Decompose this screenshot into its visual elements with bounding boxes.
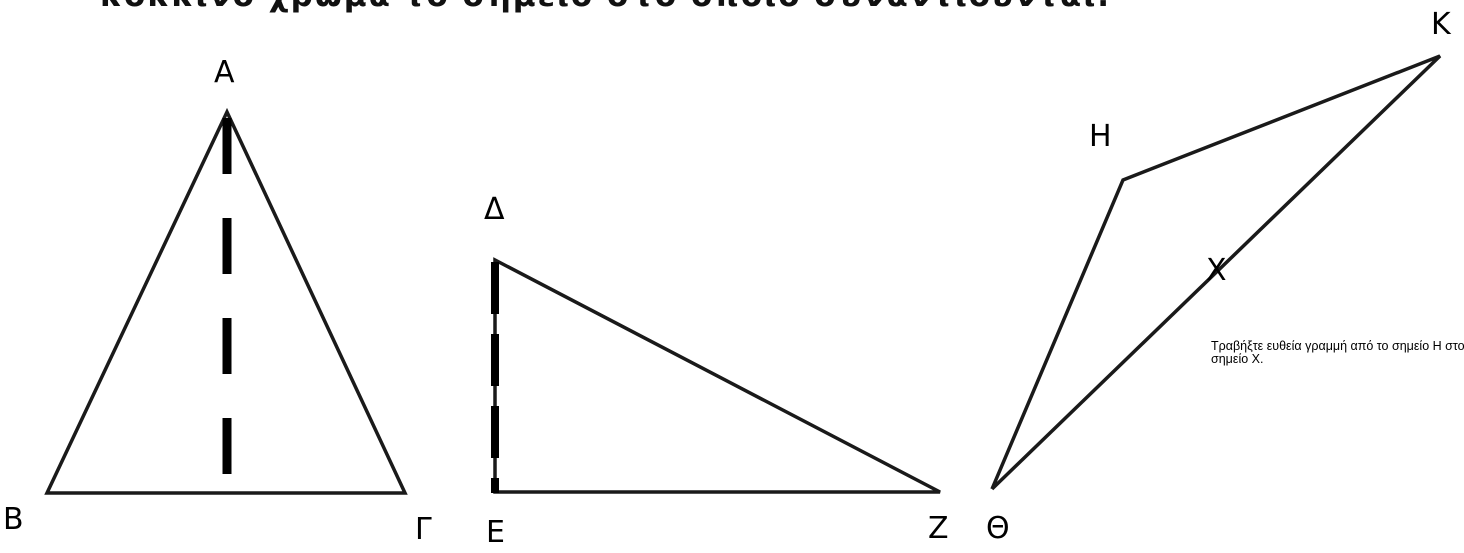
label-gamma: Γ	[415, 512, 432, 547]
label-theta: Θ	[986, 511, 1010, 546]
label-a: A	[214, 55, 235, 90]
right-triangle-dez	[493, 257, 941, 494]
quadrilateral-outline	[990, 54, 1442, 491]
label-h: H	[1089, 119, 1112, 154]
instruction-text: Τραβήξτε ευθεία γραμμή από το σημείο Η σ…	[1211, 339, 1464, 366]
label-b: B	[3, 502, 24, 537]
label-delta: Δ	[484, 192, 505, 227]
label-e: E	[486, 515, 505, 550]
label-x: X	[1206, 253, 1227, 288]
label-k: K	[1431, 7, 1451, 42]
triangle-abg	[44, 107, 408, 495]
worksheet-heading: κόκκινο χρώμα το σημείο στο οποίο συναντ…	[100, 0, 1111, 14]
label-z: Z	[928, 511, 949, 546]
